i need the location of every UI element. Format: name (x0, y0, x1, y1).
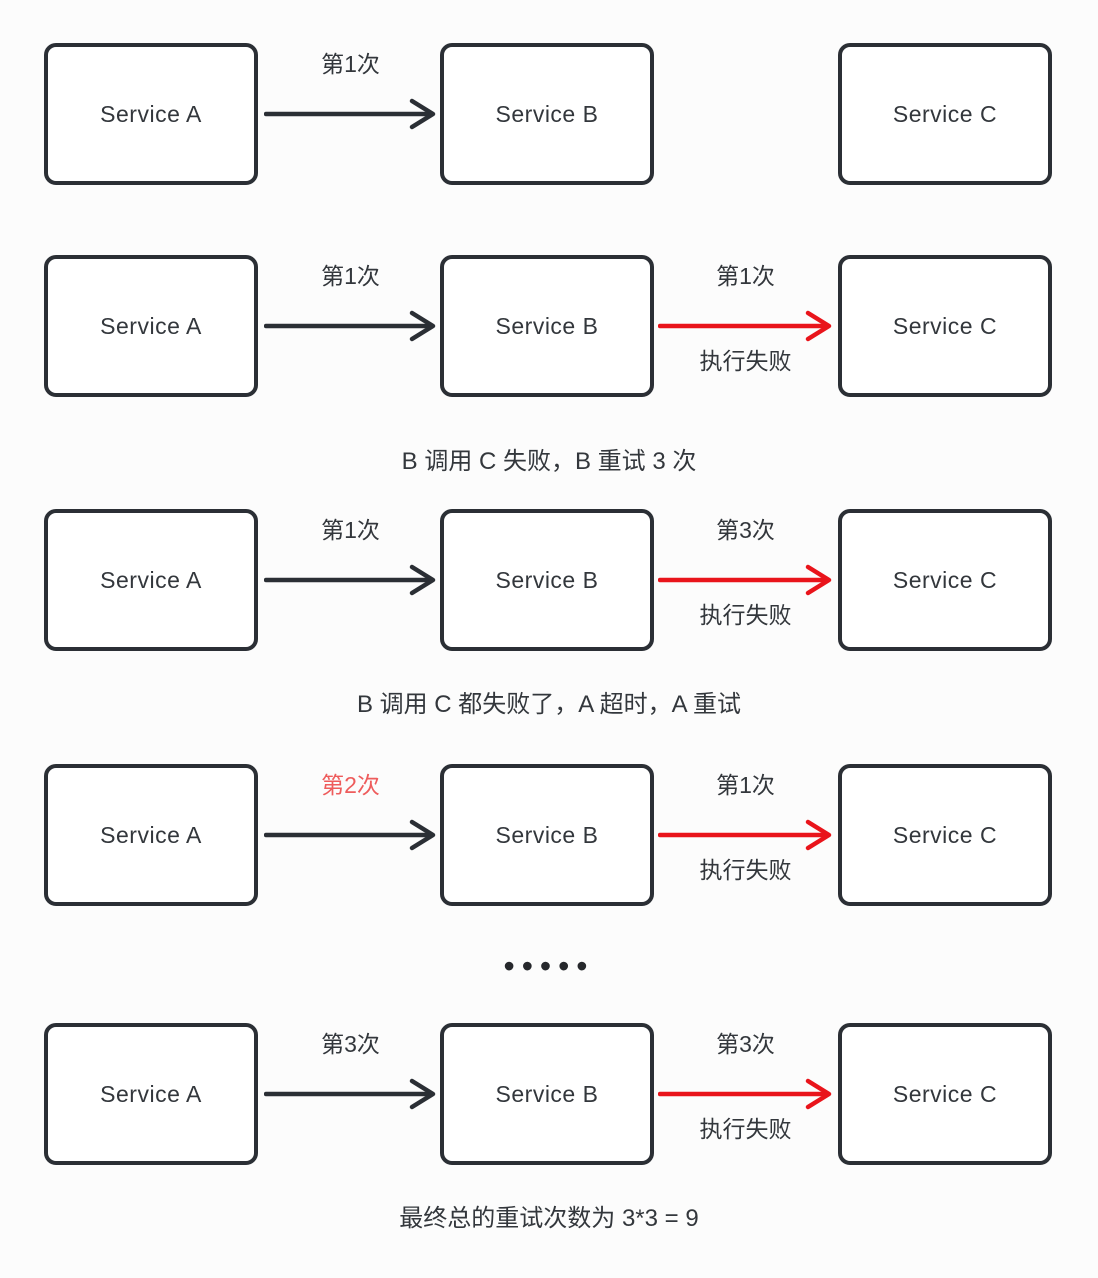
a-to-b-arrow-icon (264, 1078, 436, 1110)
service-c-label: Service C (892, 566, 998, 593)
service-b-label: Service B (495, 100, 599, 127)
b-to-c-failure-label: 执行失败 (699, 857, 792, 883)
diagram-row-5: Service A 第3次 Service B 第3次 执行失败 Service… (0, 1023, 1098, 1165)
service-a-box: Service A (44, 43, 258, 185)
service-b-label: Service B (495, 821, 599, 848)
b-to-c-arrow-icon (658, 819, 832, 851)
service-c-label: Service C (892, 821, 998, 848)
b-to-c-attempt-label: 第1次 (716, 772, 775, 798)
service-a-box: Service A (44, 764, 258, 906)
caption-total-retries: 最终总的重试次数为 3*3 = 9 (399, 1205, 699, 1232)
b-to-c-attempt-label: 第3次 (716, 517, 775, 543)
a-to-b-arrow-icon (264, 819, 436, 851)
a-to-b-arrow-icon (264, 310, 436, 342)
a-to-b-arrow-icon (264, 564, 436, 596)
diagram-row-4: Service A 第2次 Service B 第1次 执行失败 Service… (0, 764, 1098, 906)
a-to-b-attempt-label: 第1次 (321, 51, 380, 77)
b-to-c-attempt-label: 第3次 (716, 1031, 775, 1057)
service-b-box: Service B (440, 509, 654, 651)
a-to-b-attempt-label: 第1次 (321, 263, 380, 289)
service-c-box: Service C (838, 764, 1052, 906)
service-c-box: Service C (838, 255, 1052, 397)
b-to-c-failure-label: 执行失败 (699, 602, 792, 628)
service-b-label: Service B (495, 312, 599, 339)
service-a-box: Service A (44, 1023, 258, 1165)
service-c-label: Service C (892, 1080, 998, 1107)
diagram-row-1: Service A 第1次 Service B Service C (0, 43, 1098, 185)
service-c-box: Service C (838, 43, 1052, 185)
service-c-box: Service C (838, 1023, 1052, 1165)
b-to-c-arrow-icon (658, 564, 832, 596)
service-b-label: Service B (495, 566, 599, 593)
a-to-b-attempt-label: 第1次 (321, 517, 380, 543)
ellipsis-dots: ••••• (503, 948, 595, 984)
a-to-b-attempt-label: 第2次 (321, 772, 380, 798)
service-b-box: Service B (440, 764, 654, 906)
service-c-label: Service C (892, 100, 998, 127)
service-c-label: Service C (892, 312, 998, 339)
caption-b-retry: B 调用 C 失败，B 重试 3 次 (401, 448, 697, 475)
a-to-b-arrow-icon (264, 98, 436, 130)
service-a-label: Service A (100, 100, 202, 127)
b-to-c-attempt-label: 第1次 (716, 263, 775, 289)
service-a-label: Service A (100, 312, 202, 339)
service-c-box: Service C (838, 509, 1052, 651)
b-to-c-arrow-icon (658, 310, 832, 342)
service-b-box: Service B (440, 1023, 654, 1165)
b-to-c-arrow-icon (658, 1078, 832, 1110)
service-b-box: Service B (440, 255, 654, 397)
service-a-label: Service A (100, 566, 202, 593)
a-to-b-attempt-label: 第3次 (321, 1031, 380, 1057)
service-a-label: Service A (100, 821, 202, 848)
diagram-row-2: Service A 第1次 Service B 第1次 执行失败 Service… (0, 255, 1098, 397)
service-a-box: Service A (44, 509, 258, 651)
caption-a-retry: B 调用 C 都失败了，A 超时，A 重试 (356, 691, 742, 718)
service-b-box: Service B (440, 43, 654, 185)
b-to-c-failure-label: 执行失败 (699, 1116, 792, 1142)
diagram-row-3: Service A 第1次 Service B 第3次 执行失败 Service… (0, 509, 1098, 651)
service-b-label: Service B (495, 1080, 599, 1107)
service-a-label: Service A (100, 1080, 202, 1107)
service-a-box: Service A (44, 255, 258, 397)
b-to-c-failure-label: 执行失败 (699, 348, 792, 374)
